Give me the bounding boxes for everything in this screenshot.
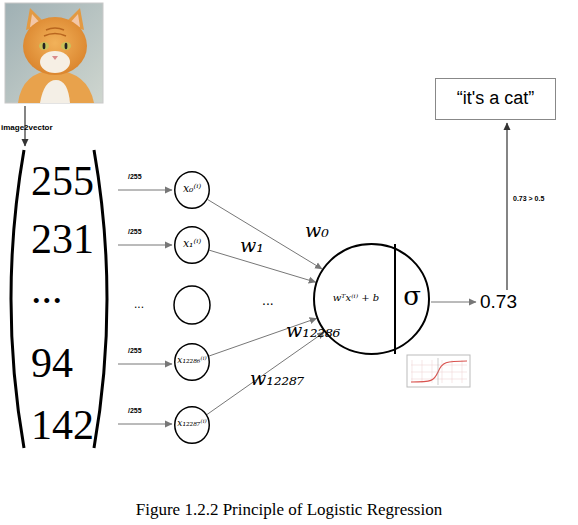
plot-axis	[438, 358, 439, 385]
pixel-value: 94	[31, 342, 73, 384]
weight-label: w₀	[305, 221, 329, 240]
node-text: σ	[397, 281, 427, 311]
weight-connector	[208, 200, 323, 270]
input-circle: x₁⁽ⁱ⁾	[174, 226, 210, 264]
sigmoid-curve	[411, 361, 467, 382]
input-circle: x₁₂₂₈₇⁽ⁱ⁾	[174, 406, 210, 444]
plot-grid	[411, 360, 467, 383]
scale-arrow	[118, 364, 172, 365]
input-circle: x₀⁽ⁱ⁾	[174, 171, 210, 209]
photo-frame	[5, 3, 103, 103]
figure-caption: Figure 1.2.2 Principle of Logistic Regre…	[0, 501, 578, 518]
cat-chest	[40, 80, 70, 103]
pixel-value: 255	[31, 160, 94, 202]
scale-arrow	[118, 190, 172, 191]
ellipsis: ...	[134, 298, 144, 310]
ellipsis: ...	[262, 293, 274, 307]
node-text: “it's a cat”	[435, 88, 556, 109]
scale-label: /255	[128, 228, 142, 235]
sigmoid-plot	[407, 355, 470, 387]
vector-bracket	[11, 150, 24, 448]
scale-label: /255	[128, 347, 142, 354]
cat-head	[23, 17, 87, 75]
weight-connector	[209, 250, 315, 282]
decision-arrow	[506, 123, 507, 290]
cat-eye	[39, 42, 49, 50]
vector-bracket	[94, 150, 107, 448]
cat-eye	[61, 42, 71, 50]
output-arrow	[431, 302, 476, 303]
weight-label: w₁₂₂₈₇	[250, 369, 304, 388]
cat-photo	[5, 3, 103, 103]
plot-frame	[407, 355, 470, 387]
node-text: x₁₂₂₈₆⁽ⁱ⁾	[172, 355, 212, 365]
pixel-value: 231	[31, 218, 94, 260]
node-text: x₁₂₂₈₇⁽ⁱ⁾	[172, 418, 212, 428]
cat-pupil	[65, 43, 68, 49]
input-circle	[174, 286, 210, 324]
divider-line	[394, 244, 396, 354]
node-text: x₀⁽ⁱ⁾	[174, 182, 210, 195]
circle-outline	[175, 172, 210, 209]
probability-value: 0.73	[480, 292, 517, 311]
cat-nose	[52, 56, 58, 60]
weight-connector	[207, 332, 324, 414]
scale-label: /255	[128, 173, 142, 180]
output-box: “it's a cat”	[435, 78, 556, 120]
input-circle: x₁₂₂₈₆⁽ⁱ⁾	[174, 343, 210, 381]
step-label: image2vector	[1, 124, 53, 132]
scale-label: /255	[128, 407, 142, 414]
scale-arrow	[118, 424, 172, 425]
scale-arrow	[118, 245, 172, 246]
ellipsis: ...	[31, 268, 63, 310]
node-text: x₁⁽ⁱ⁾	[174, 237, 210, 250]
cat-pupil	[43, 43, 46, 49]
weight-label: w₁₂₂₈₆	[286, 321, 340, 340]
weight-label: w₁	[240, 236, 264, 255]
node-text: wᵀx⁽ⁱ⁾ + b	[317, 292, 395, 303]
circle-outline	[175, 227, 210, 264]
pixel-value: 142	[31, 404, 94, 446]
cat-muzzle	[40, 51, 70, 73]
box-outline	[436, 79, 556, 120]
cat-stripes	[44, 28, 66, 36]
threshold-label: 0.73 > 0.5	[513, 195, 544, 202]
